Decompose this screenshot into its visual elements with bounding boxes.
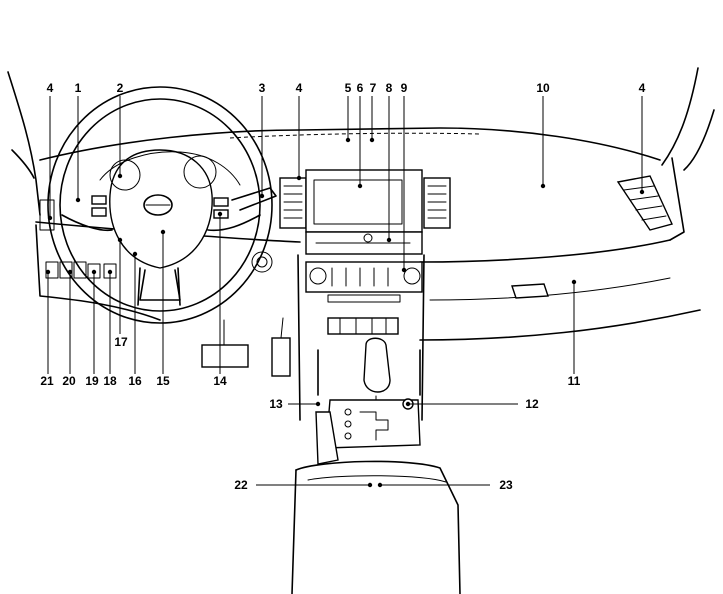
left-switch-b [91, 207, 107, 217]
callout-17: 17 [114, 335, 128, 349]
nissan-emblem [143, 194, 173, 216]
audio-panel [305, 261, 423, 293]
dash-right-edge [669, 157, 685, 241]
callout-9: 9 [401, 81, 408, 95]
side-vent-right [616, 175, 673, 231]
callout-12: 12 [525, 397, 539, 411]
right-pillar-outer [683, 109, 715, 171]
dash-top-edge [39, 127, 661, 161]
hazard-button [363, 233, 373, 243]
lower-switches [339, 317, 387, 335]
callout-18: 18 [103, 374, 117, 388]
side-vent-slats [623, 185, 667, 221]
callout-7: 7 [370, 81, 377, 95]
gate-dot-2 [344, 420, 352, 428]
callout-6: 6 [357, 81, 364, 95]
callout-21: 21 [40, 374, 54, 388]
armrest-seam [307, 475, 447, 483]
left-switch-a [91, 195, 107, 205]
callout-13: 13 [269, 397, 283, 411]
center-display-bezel [305, 169, 423, 233]
center-stack-outline [297, 254, 425, 421]
audio-buttons [331, 267, 389, 287]
vent-left-slats [283, 185, 303, 219]
leader-dots [45, 137, 645, 488]
callout-4-right: 4 [639, 81, 646, 95]
left-pillar-inner [11, 149, 35, 179]
callout-8: 8 [386, 81, 393, 95]
callout-1: 1 [75, 81, 82, 95]
steering-column [139, 269, 181, 301]
callout-20: 20 [62, 374, 76, 388]
callout-4-left: 4 [47, 81, 54, 95]
switch-21 [45, 261, 59, 279]
glovebox-handle [511, 283, 549, 299]
brake-pedal [201, 344, 249, 368]
console-upper [317, 349, 421, 396]
ignition-switch [251, 251, 273, 273]
steering-wheel-outer [47, 86, 273, 324]
left-a-pillar [7, 71, 41, 216]
callout-11: 11 [568, 374, 581, 388]
callout-15: 15 [156, 374, 170, 388]
wheel-spoke-right [207, 214, 261, 232]
audio-knob-left [309, 267, 327, 285]
switch-20 [59, 261, 73, 279]
callout-22: 22 [234, 478, 248, 492]
callout-14: 14 [213, 374, 227, 388]
accel-arm [280, 317, 284, 339]
callout-3: 3 [259, 81, 266, 95]
cd-slot [327, 294, 401, 303]
center-display-screen [313, 179, 403, 225]
dash-right-panel-bottom [419, 239, 671, 263]
wheel-spoke-left [61, 214, 113, 232]
left-lower-panel [35, 224, 161, 321]
callout-19: 19 [85, 374, 99, 388]
gate-dot-1 [344, 408, 352, 416]
meter-left [109, 159, 141, 191]
wiper-stalk [231, 187, 277, 211]
callout-4-center: 4 [296, 81, 303, 95]
lower-switch-panel [327, 317, 399, 335]
shift-knob [363, 337, 391, 393]
audio-knob-right [403, 267, 421, 285]
callout-10: 10 [536, 81, 550, 95]
accelerator-pedal [271, 337, 291, 377]
vent-right-slats [427, 185, 447, 219]
right-a-pillar [661, 67, 699, 166]
steering-wheel-inner [59, 98, 261, 312]
right-switch-a [213, 197, 229, 207]
left-vent-edge [39, 199, 55, 231]
leader-lines [47, 96, 643, 486]
glovebox-lower [419, 309, 701, 341]
armrest-left-side [291, 469, 297, 594]
ignition-center [256, 256, 268, 268]
armrest-lid [295, 460, 461, 594]
callout-23: 23 [499, 478, 513, 492]
switch-19a [73, 261, 87, 279]
gate-dot-3 [344, 432, 352, 440]
callout-2: 2 [117, 81, 124, 95]
glovebox-line [429, 277, 671, 301]
airbag-hub [109, 149, 213, 269]
parking-brake-lever [315, 411, 339, 465]
shift-gate-slot [359, 411, 389, 441]
callout-16: 16 [128, 374, 142, 388]
meter-cluster [99, 151, 241, 186]
dash-top-seam [229, 132, 481, 139]
meter-right [183, 155, 217, 189]
callout-5: 5 [345, 81, 352, 95]
